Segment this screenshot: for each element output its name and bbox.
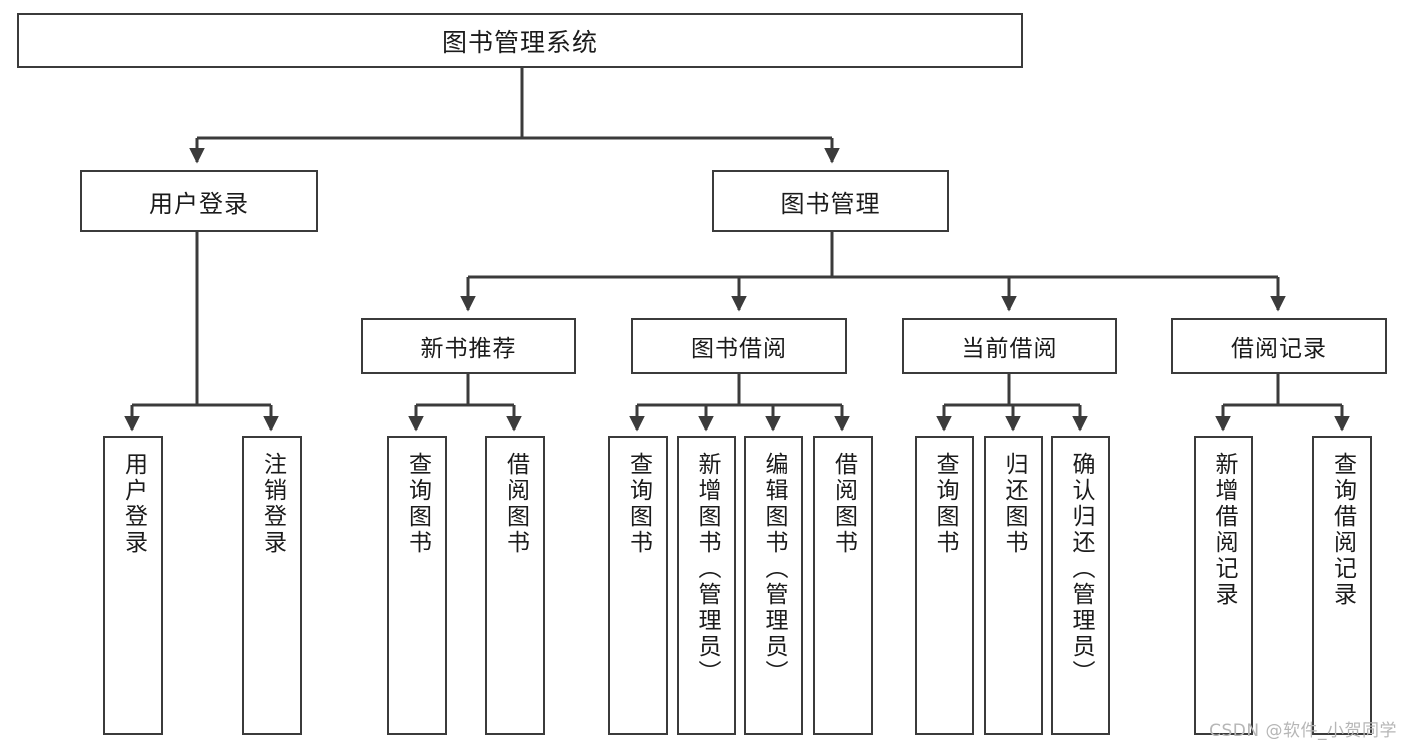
node-current-borrow[interactable]: 当前借阅 [902, 318, 1117, 374]
node-book-manage-label: 图书管理 [780, 189, 881, 218]
node-leaf-query-book-3[interactable]: 查询图书 [915, 436, 974, 735]
node-leaf-user-login-label: 用户登录 [120, 452, 147, 556]
node-borrow-record[interactable]: 借阅记录 [1171, 318, 1387, 374]
node-leaf-query-record-label: 查询借阅记录 [1329, 452, 1356, 608]
watermark-text: CSDN @软件_小贺同学 [1209, 721, 1397, 741]
node-leaf-add-record[interactable]: 新增借阅记录 [1194, 436, 1253, 735]
node-leaf-query-book-3-label: 查询图书 [932, 452, 958, 556]
node-root-label: 图书管理系统 [441, 27, 598, 57]
node-new-book-recommend-label: 新书推荐 [420, 336, 517, 362]
node-leaf-logout-label: 注销登录 [259, 452, 286, 556]
node-leaf-borrow-book-2-label: 借阅图书 [830, 452, 857, 556]
node-leaf-user-login[interactable]: 用户登录 [103, 436, 163, 735]
node-leaf-query-record[interactable]: 查询借阅记录 [1312, 436, 1372, 735]
node-leaf-query-book-1[interactable]: 查询图书 [387, 436, 447, 735]
node-book-borrow[interactable]: 图书借阅 [631, 318, 847, 374]
node-leaf-edit-book[interactable]: 编辑图书（管理员） [744, 436, 803, 735]
node-leaf-query-book-1-label: 查询图书 [404, 452, 431, 556]
node-leaf-edit-book-label: 编辑图书（管理员） [761, 452, 787, 686]
node-leaf-return-book-label: 归还图书 [1001, 452, 1027, 556]
node-leaf-borrow-book-1[interactable]: 借阅图书 [485, 436, 545, 735]
node-borrow-record-label: 借阅记录 [1231, 336, 1327, 362]
node-leaf-borrow-book-1-label: 借阅图书 [502, 452, 529, 556]
node-book-manage[interactable]: 图书管理 [712, 170, 949, 232]
node-new-book-recommend[interactable]: 新书推荐 [361, 318, 576, 374]
node-user-login[interactable]: 用户登录 [80, 170, 318, 232]
node-leaf-logout[interactable]: 注销登录 [242, 436, 302, 735]
node-current-borrow-label: 当前借阅 [961, 336, 1058, 362]
node-leaf-return-book[interactable]: 归还图书 [984, 436, 1043, 735]
node-leaf-query-book-2-label: 查询图书 [625, 452, 652, 556]
node-root[interactable]: 图书管理系统 [17, 13, 1023, 68]
node-leaf-add-book[interactable]: 新增图书（管理员） [677, 436, 736, 735]
node-book-borrow-label: 图书借阅 [691, 336, 787, 362]
node-leaf-confirm-return-label: 确认归还（管理员） [1068, 452, 1094, 686]
node-leaf-borrow-book-2[interactable]: 借阅图书 [813, 436, 873, 735]
node-user-login-label: 用户登录 [149, 189, 249, 218]
node-leaf-add-record-label: 新增借阅记录 [1211, 452, 1237, 608]
node-leaf-add-book-label: 新增图书（管理员） [694, 452, 720, 686]
node-leaf-query-book-2[interactable]: 查询图书 [608, 436, 668, 735]
node-leaf-confirm-return[interactable]: 确认归还（管理员） [1051, 436, 1110, 735]
